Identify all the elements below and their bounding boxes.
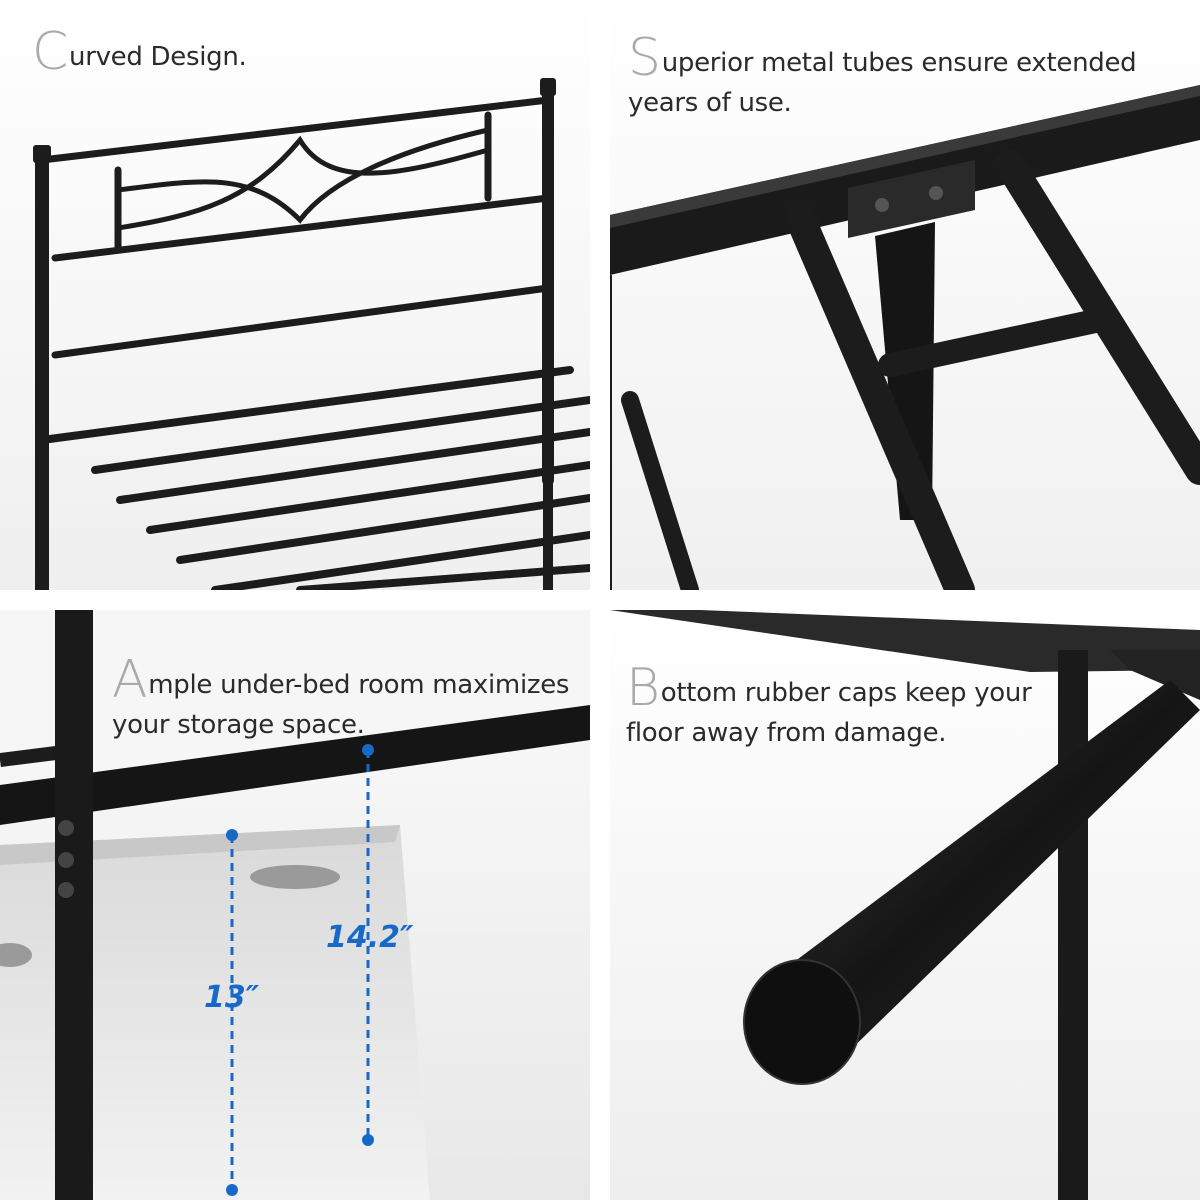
panel-under-bed-storage: Ample under-bed room maximizes your stor… <box>0 610 590 1200</box>
caption-text-line2: years of use. <box>628 88 792 118</box>
caption-initial: B <box>626 658 660 718</box>
dimension-label-14-2: 14.2″ <box>326 920 414 955</box>
caption-text: ottom rubber caps keep your <box>660 678 1032 708</box>
caption-initial: S <box>628 28 661 88</box>
caption-initial: A <box>112 650 148 710</box>
caption-text-line2: your storage space. <box>112 710 365 740</box>
headboard-illustration <box>0 0 590 590</box>
panel-rubber-caps: Bottom rubber caps keep your floor away … <box>610 610 1200 1200</box>
panel-metal-tubes: Superior metal tubes ensure extended yea… <box>610 0 1200 590</box>
caption-curved-design: Curved Design. <box>32 26 247 78</box>
caption-rubber-caps: Bottom rubber caps keep your floor away … <box>626 662 1032 753</box>
panel-curved-design: Curved Design. <box>0 0 590 590</box>
caption-storage: Ample under-bed room maximizes your stor… <box>112 654 570 745</box>
dimension-label-13: 13″ <box>204 980 260 1015</box>
caption-text: mple under-bed room maximizes <box>148 670 570 700</box>
caption-metal-tubes: Superior metal tubes ensure extended yea… <box>628 32 1137 123</box>
caption-text-line2: floor away from damage. <box>626 718 947 748</box>
rubber-cap-illustration <box>610 610 1200 1200</box>
caption-initial: C <box>32 22 69 82</box>
metal-tubes-illustration <box>610 0 1200 590</box>
storage-illustration <box>0 610 590 1200</box>
caption-text: urved Design. <box>69 42 247 72</box>
caption-text: uperior metal tubes ensure extended <box>661 48 1137 78</box>
